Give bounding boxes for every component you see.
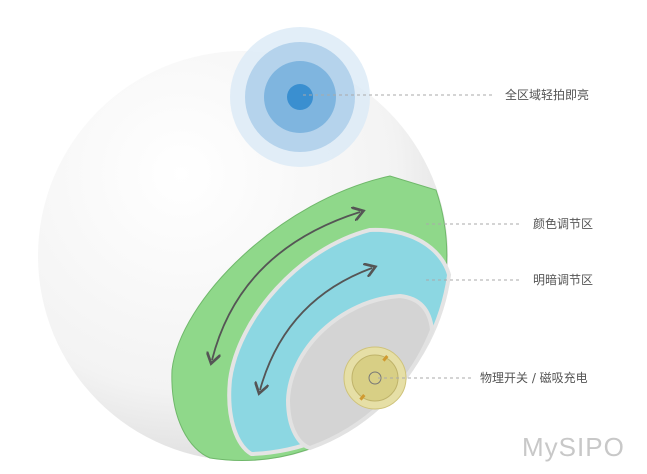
switch-label: 物理开关 / 磁吸充电 [480, 371, 588, 385]
logo: MySIPO [522, 432, 625, 462]
color-zone-label: 颜色调节区 [533, 217, 594, 231]
leader-lines [303, 94, 522, 379]
tap-zone[interactable] [230, 27, 370, 167]
brightness-zone-label: 明暗调节区 [533, 273, 594, 287]
power-switch[interactable] [343, 346, 407, 410]
tap-zone-label: 全区域轻拍即亮 [505, 88, 590, 102]
brightness-arrow-icon [260, 268, 372, 390]
